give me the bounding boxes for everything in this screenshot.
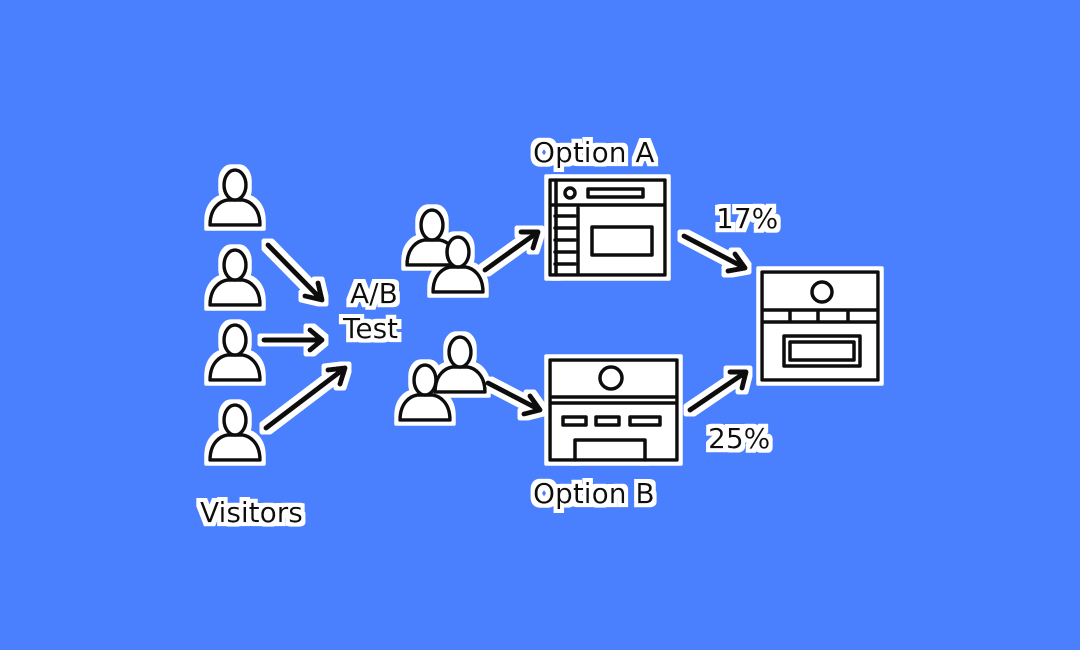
option-b-wireframe	[548, 358, 679, 462]
result-wireframe	[760, 270, 880, 382]
person-icon	[208, 323, 262, 382]
ab-label: A/B	[350, 277, 398, 310]
person-icon	[208, 248, 262, 307]
group-a-people	[405, 208, 485, 294]
rate-a-label: 17%	[716, 202, 778, 235]
option-b-label: Option B	[533, 477, 655, 510]
arrow-icon	[265, 242, 325, 303]
person-icon	[208, 403, 262, 462]
arrow-icon	[482, 229, 541, 273]
arrow-icon	[485, 380, 543, 417]
arrow-icon	[687, 369, 749, 413]
arrow-icon	[263, 365, 348, 431]
visitors-group	[208, 168, 262, 462]
test-label: Test	[342, 312, 398, 345]
arrow-icon	[681, 233, 748, 274]
person-icon	[208, 168, 262, 227]
option-a-label: Option A	[533, 136, 655, 169]
person-icon	[433, 335, 487, 394]
rate-b-label: 25%	[708, 422, 770, 455]
visitors-label: Visitors	[200, 496, 303, 529]
option-a-wireframe	[548, 178, 667, 277]
group-b-people	[398, 335, 487, 422]
arrow-icon	[261, 327, 325, 353]
